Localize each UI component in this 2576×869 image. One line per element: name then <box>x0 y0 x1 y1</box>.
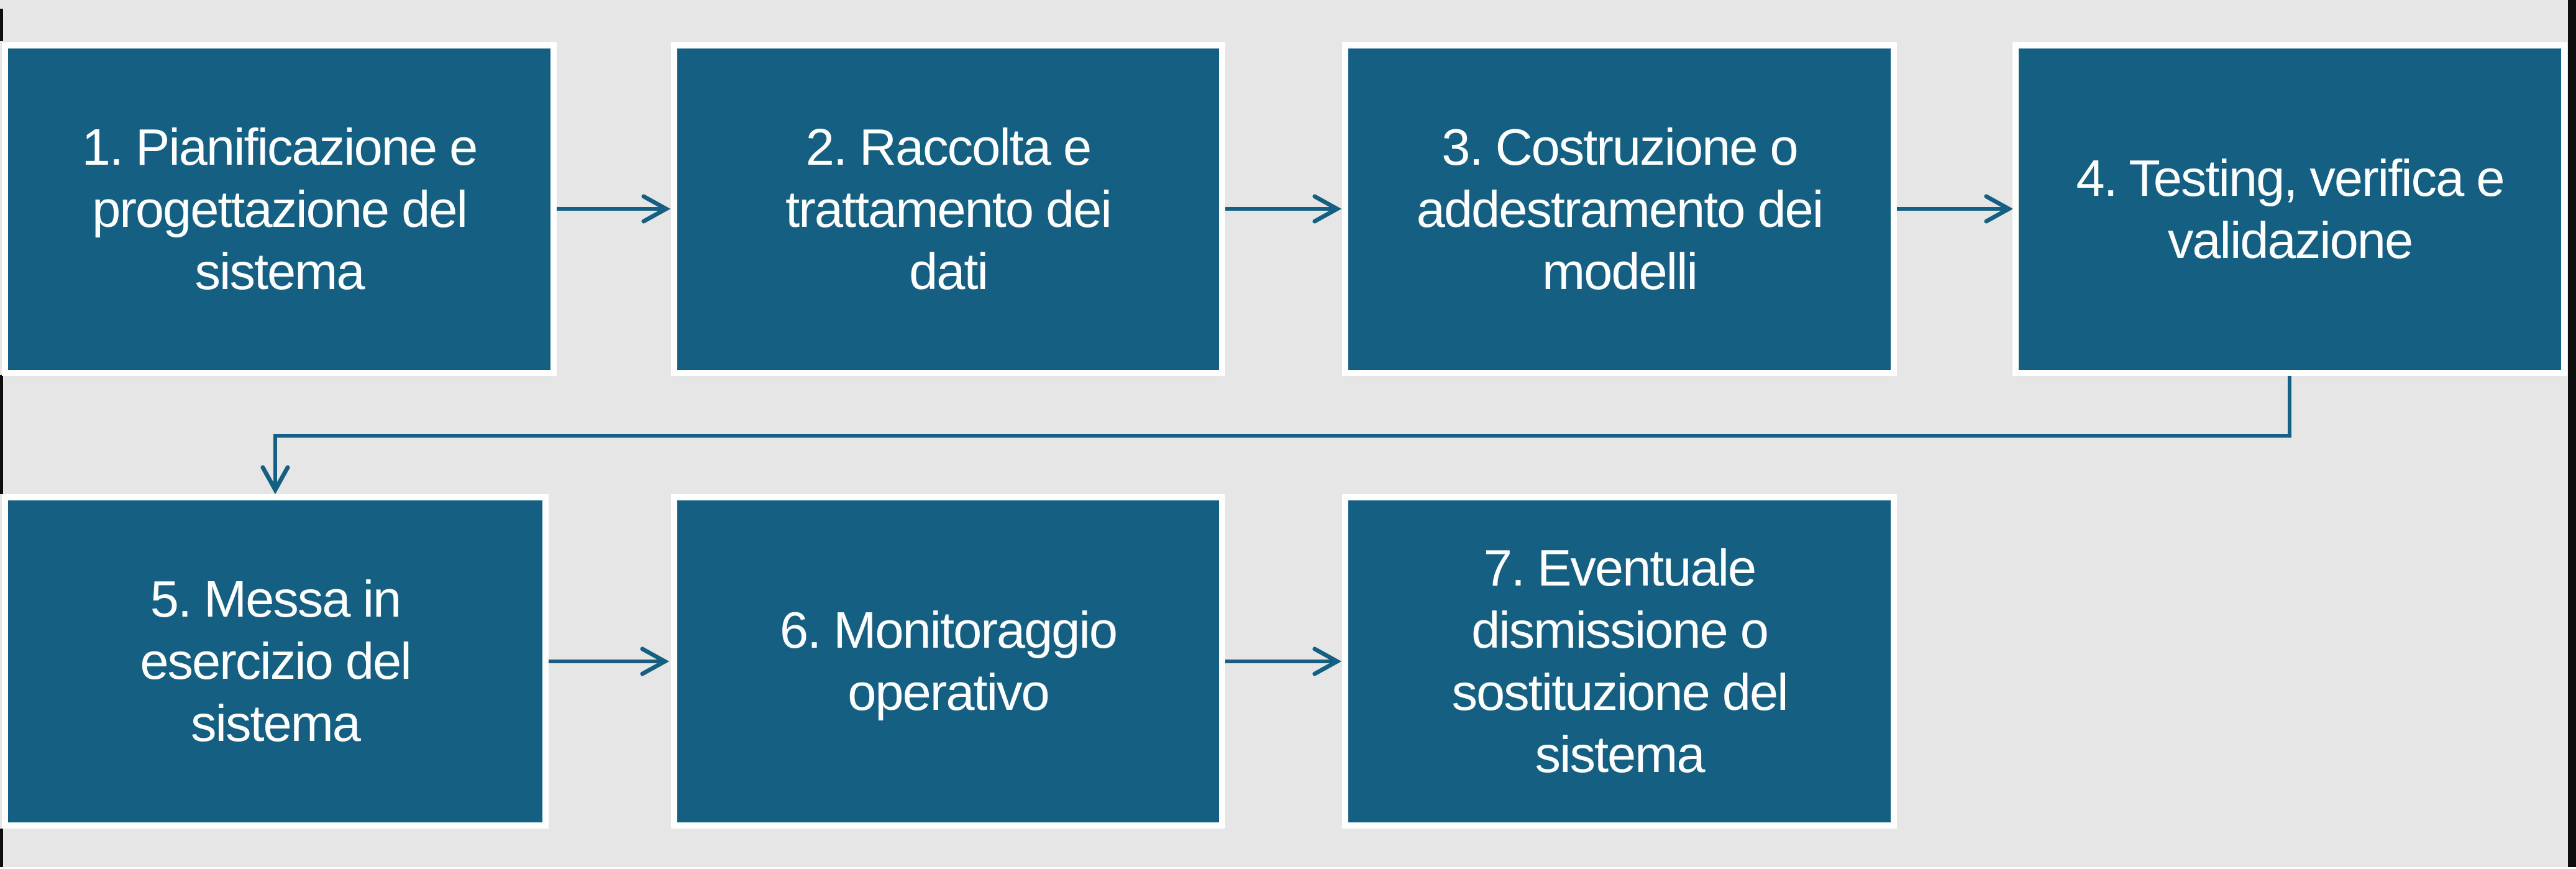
flow-step-4-box: 4. Testing, verifica e validazione <box>2012 42 2567 376</box>
flow-step-7-box: 7. Eventuale dismissione o sostituzione … <box>1342 494 1897 829</box>
flow-step-3-box: 3. Costruzione o addestramento dei model… <box>1342 42 1897 376</box>
page-edge-artifact-right-band <box>2568 0 2576 869</box>
page-edge-bottom-white-strip <box>0 867 2576 869</box>
arrow-step2-to-step3 <box>1225 194 1342 224</box>
arrow-step6-to-step7 <box>1225 646 1342 676</box>
arrow-right-head-icon <box>1312 194 1342 224</box>
flow-step-1-box: 1. Pianificazione e progettazione del si… <box>2 42 557 376</box>
arrow-step3-to-step4 <box>1897 194 2014 224</box>
page-edge-artifact-left-bottom <box>0 829 3 867</box>
page-edge-artifact-left-top <box>0 9 3 41</box>
flow-step-6-box: 6. Monitoraggio operativo <box>671 494 1225 829</box>
arrow-step5-to-step6 <box>549 646 670 676</box>
flow-step-2-box: 2. Raccolta e trattamento dei dati <box>671 42 1225 376</box>
arrow-right-head-icon <box>1984 194 2014 224</box>
flow-step-5-box: 5. Messa in esercizio del sistema <box>2 494 549 829</box>
elbow-arrow-step4-to-step5 <box>260 370 2291 495</box>
page-edge-artifact-left-middle <box>0 375 3 494</box>
arrow-step1-to-step2 <box>557 194 671 224</box>
arrow-right-head-icon <box>641 194 671 224</box>
arrow-right-head-icon <box>1312 646 1342 676</box>
arrow-down-head-icon <box>260 465 290 495</box>
arrow-right-head-icon <box>640 646 670 676</box>
